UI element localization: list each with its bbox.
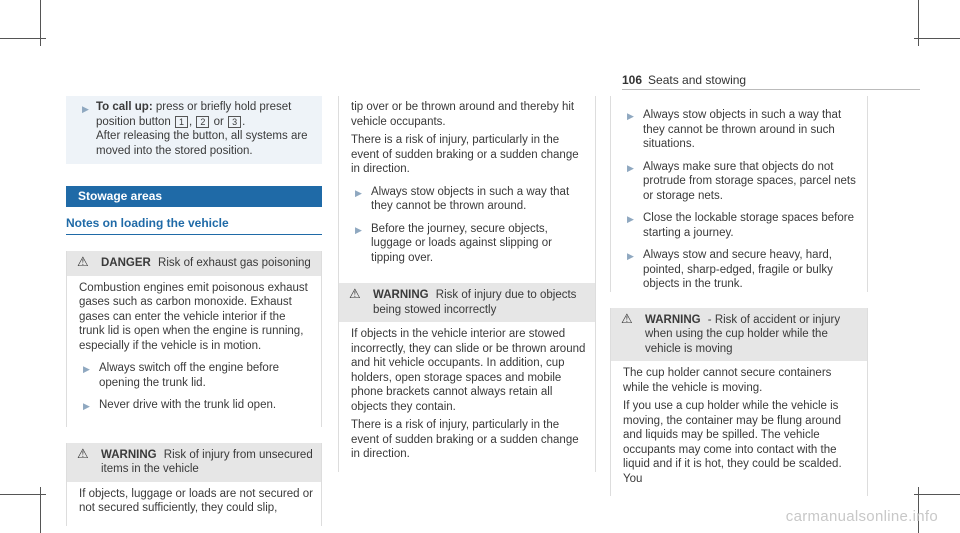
warning-box: ⚠ WARNING Risk of injury from unsecured … [66, 442, 322, 526]
preset-key-1: 1 [175, 115, 189, 128]
warning-header: ⚠ WARNING Risk of injury from unsecured … [67, 442, 321, 482]
danger-label: DANGER [101, 257, 151, 269]
step-text-2: After releasing the button, all systems … [96, 130, 308, 157]
subsection-title: Notes on loading the vehicle [66, 216, 322, 235]
list-item-text: Always stow objects in such a way that t… [643, 109, 842, 150]
danger-title: Risk of exhaust gas poisoning [158, 257, 311, 269]
warning-body: If objects in the vehicle interior are s… [339, 322, 595, 472]
paragraph: If objects in the vehicle interior are s… [351, 328, 586, 413]
arrow-icon: ▶ [83, 364, 90, 374]
danger-box: ⚠ DANGER Risk of exhaust gas poisoning C… [66, 251, 322, 427]
warning-label: WARNING [373, 289, 429, 301]
crop-mark [918, 487, 919, 533]
list-item: ▶ Always stow and secure heavy, hard, po… [623, 248, 859, 292]
list-item: ▶ Always stow objects in such a way that… [623, 108, 859, 152]
danger-text: Combustion engines emit poisonous exhaus… [79, 281, 308, 352]
warning-body: The cup holder cannot secure containers … [611, 361, 867, 496]
page-number: 106 [622, 73, 643, 87]
warning-title: Risk of injury from unsecured items in t… [101, 448, 313, 476]
column-3: ▶ Always stow objects in such a way that… [610, 96, 868, 496]
list-item: ▶ Never drive with the trunk lid open. [79, 398, 313, 413]
list-item-text: Close the lockable storage spaces before… [643, 212, 854, 239]
danger-header: ⚠ DANGER Risk of exhaust gas poisoning [67, 251, 321, 276]
warning-label: WARNING [645, 313, 701, 326]
arrow-icon: ▶ [627, 162, 634, 173]
list-item: ▶ Always switch off the engine before op… [79, 361, 313, 390]
warning-body: If objects, luggage or loads are not sec… [67, 482, 321, 526]
paragraph: If you use a cup holder while the vehicl… [623, 400, 842, 485]
warning-text: If objects, luggage or loads are not sec… [79, 487, 313, 515]
step-label: To call up: [96, 101, 153, 113]
arrow-icon: ▶ [82, 104, 89, 114]
crop-mark [914, 38, 960, 39]
warning-header: ⚠ WARNING Risk of injury due to objects … [339, 283, 595, 322]
crop-mark [914, 494, 960, 495]
crop-mark [0, 494, 46, 495]
instruction-step: ▶ To call up: press or briefly hold pres… [66, 96, 322, 164]
warning-triangle-icon: ⚠ [77, 254, 89, 269]
arrow-icon: ▶ [627, 111, 634, 121]
continued-text: tip over or be thrown around and thereby… [339, 96, 595, 265]
section-name: Seats and stowing [648, 73, 747, 87]
header-divider [622, 89, 920, 90]
list: ▶ Always stow objects in such a way that… [610, 96, 868, 292]
arrow-icon: ▶ [355, 224, 362, 235]
preset-key-2: 2 [196, 115, 210, 128]
list-item-text: Always stow and secure heavy, hard, poin… [643, 249, 833, 290]
paragraph: tip over or be thrown around and thereby… [351, 101, 575, 128]
danger-body: Combustion engines emit poisonous exhaus… [67, 276, 321, 427]
list-item-text: Before the journey, secure objects, lugg… [371, 222, 552, 264]
list-item: ▶ Always make sure that objects do not p… [623, 160, 859, 204]
warning-label: WARNING [101, 448, 157, 461]
warning-title: - Risk of accident or injury when using … [645, 313, 841, 355]
warning-title: Risk of injury due to objects being stow… [373, 289, 577, 316]
arrow-icon: ▶ [627, 214, 634, 224]
warning-header: ⚠ WARNING - Risk of accident or injury w… [611, 307, 867, 361]
column-1: ▶ To call up: press or briefly hold pres… [66, 96, 322, 526]
step-text: press or briefly hold preset position bu… [96, 101, 292, 128]
warning-triangle-icon: ⚠ [621, 310, 633, 326]
list-item: ▶ Before the journey, secure objects, lu… [351, 222, 587, 266]
preset-key-3: 3 [228, 115, 242, 128]
list-item: ▶ Close the lockable storage spaces befo… [623, 211, 859, 240]
crop-mark [40, 0, 41, 46]
list-item-text: Always make sure that objects do not pro… [643, 160, 856, 202]
paragraph: The cup holder cannot secure containers … [623, 367, 832, 394]
warning-triangle-icon: ⚠ [77, 445, 89, 461]
list-item-text: Always stow objects in such a way that t… [371, 185, 570, 213]
paragraph: There is a risk of injury, particularly … [351, 419, 579, 460]
watermark: carmanualsonline.info [785, 508, 938, 525]
warning-triangle-icon: ⚠ [349, 286, 361, 301]
crop-mark [40, 487, 41, 533]
or-text: or [213, 115, 224, 128]
paragraph: There is a risk of injury, particularly … [351, 134, 579, 175]
page-header: 106 Seats and stowing [622, 73, 746, 87]
crop-mark [0, 38, 46, 39]
arrow-icon: ▶ [83, 401, 90, 411]
warning-box: ⚠ WARNING Risk of injury due to objects … [339, 283, 595, 472]
arrow-icon: ▶ [627, 251, 634, 261]
section-title: Stowage areas [66, 186, 322, 207]
warning-box: ⚠ WARNING - Risk of accident or injury w… [610, 307, 868, 496]
list-item-text: Always switch off the engine before open… [99, 362, 280, 389]
list-item: ▶ Always stow objects in such a way that… [351, 185, 587, 214]
arrow-icon: ▶ [355, 187, 362, 198]
column-2: tip over or be thrown around and thereby… [338, 96, 596, 472]
crop-mark [918, 0, 919, 46]
list-item-text: Never drive with the trunk lid open. [99, 399, 277, 411]
